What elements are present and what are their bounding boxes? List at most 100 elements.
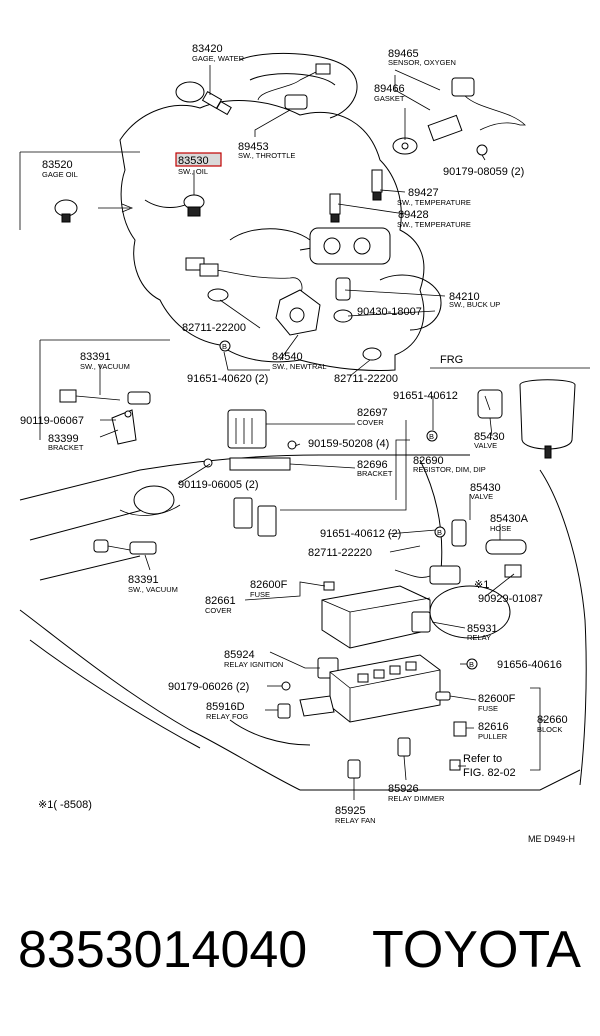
valve-part [477,389,503,419]
label-85924: 85924 [224,649,255,661]
canister-part [519,379,576,450]
label-84540: 84540 [272,351,303,363]
label-82696: 82696 [357,459,388,471]
desc-82696: BRACKET [357,469,393,478]
desc-82616: PULLER [478,732,508,741]
desc-89453: SW., THROTTLE [238,151,295,160]
desc-82661: COVER [205,606,232,615]
vacuum-switch-part [127,391,151,405]
relay-dimmer-part [397,737,411,757]
connector-left [233,497,253,529]
buckup-switch-part [335,277,351,301]
desc-85430-a: VALVE [474,441,497,450]
label-82661: 82661 [205,595,236,607]
vacuum-switch-lower-part [129,541,157,555]
label-83520: 83520 [42,159,73,171]
desc-85926: RELAY DIMMER [388,794,445,803]
desc-83391-b: SW., VACUUM [128,585,178,594]
valve-lower-part [429,565,461,585]
label-90179-08059: 90179-08059 (2) [443,166,524,178]
label-84210: 84210 [449,291,480,303]
label-90430-18007: 90430-18007 [357,306,422,318]
desc-82660: BLOCK [537,725,562,734]
label-fig-82-02: FIG. 82-02 [463,767,516,779]
reservoir-cap [175,81,205,103]
marker-b-3-text: B [437,528,442,537]
callout-labels: 83420 GAGE, WATER 89465 SENSOR, OXYGEN 8… [20,43,575,844]
footer: 8353014040 TOYOTA [0,920,600,1010]
marker-b-2-text: B [429,432,434,441]
highlighted-part-box [175,152,222,167]
puller-part [453,721,467,737]
label-91651-40620: 91651-40620 (2) [187,373,268,385]
label-90929-01087: 90929-01087 [478,593,543,605]
label-85430-a: 85430 [474,431,505,443]
desc-84210: SW., BUCK UP [449,300,500,309]
desc-89427: SW., TEMPERATURE [397,198,471,207]
label-refer-to: Refer to [463,753,502,765]
label-91651-40612-a: 91651-40612 [393,390,458,402]
connector-right [257,505,277,537]
label-82711-22200-b: 82711-22200 [334,373,398,385]
desc-85924: RELAY IGNITION [224,660,283,669]
marker-b-3 [434,526,446,538]
label-82711-22200-a: 82711-22200 [182,322,246,334]
desc-82690: RESISTOR, DIM, DIP [413,465,486,474]
resistor-bracket-part [229,457,291,471]
label-83420: 83420 [192,43,223,55]
diagram-code: ME D949-H [528,834,575,844]
label-82660: 82660 [537,714,568,726]
label-85925: 85925 [335,805,366,817]
label-90179-06026: 90179-06026 (2) [168,681,249,693]
label-frg: FRG [440,354,463,366]
circle-markers: B B B B [219,340,478,670]
desc-89466: GASKET [374,94,405,103]
vehicle-body-outline [19,454,587,791]
desc-83520: GAGE OIL [42,170,78,179]
marker-b-1 [219,340,231,352]
marker-b-1-text: B [222,342,227,351]
label-91651-40612-b: 91651-40612 (2) [320,528,401,540]
leader-lines [19,65,545,800]
label-85916D: 85916D [206,701,245,713]
desc-89428: SW., TEMPERATURE [397,220,471,229]
marker-b-4 [466,658,478,670]
label-82711-22220: 82711-22220 [308,547,372,559]
hose-part [485,539,527,555]
label-89428: 89428 [398,209,429,221]
desc-89465: SENSOR, OXYGEN [388,58,456,67]
bracket-part [111,409,137,445]
label-90159-50208: 90159-50208 (4) [308,438,389,450]
relay-part [411,611,431,633]
label-89466: 89466 [374,83,405,95]
bolt-part [476,144,488,156]
label-83399: 83399 [48,433,79,445]
temp-switch-part-1 [371,169,383,193]
label-90119-06005: 90119-06005 (2) [178,479,259,491]
desc-85430-b: VALVE [470,492,493,501]
label-85430-b: 85430 [470,482,501,494]
marker-b-4-text: B [469,660,474,669]
label-star1: ※1 [474,579,489,591]
label-85430A: 85430A [490,513,529,525]
label-89453: 89453 [238,141,269,153]
resistor-cover-part [227,409,267,449]
throttle-switch-part [284,94,308,110]
label-89465: 89465 [388,48,419,60]
label-90119-06067: 90119-06067 [20,415,84,427]
label-91656-40616: 91656-40616 [497,659,562,671]
desc-84540: SW., NEWTRAL [272,362,327,371]
vacuum-switch-connector [59,389,77,403]
parts-diagram: 83420 GAGE, WATER 89465 SENSOR, OXYGEN 8… [19,43,590,844]
label-89427: 89427 [408,187,439,199]
label-82616: 82616 [478,721,509,733]
brand-name: TOYOTA [372,921,581,979]
desc-82600F-a: FUSE [250,590,270,599]
desc-83399: BRACKET [48,443,84,452]
label-83391-a: 83391 [80,351,111,363]
desc-83391-a: SW., VACUUM [80,362,130,371]
marker-b-2 [426,430,438,442]
label-82690: 82690 [413,455,444,467]
relay-fan-part [347,759,361,779]
desc-82600F-b: FUSE [478,704,498,713]
